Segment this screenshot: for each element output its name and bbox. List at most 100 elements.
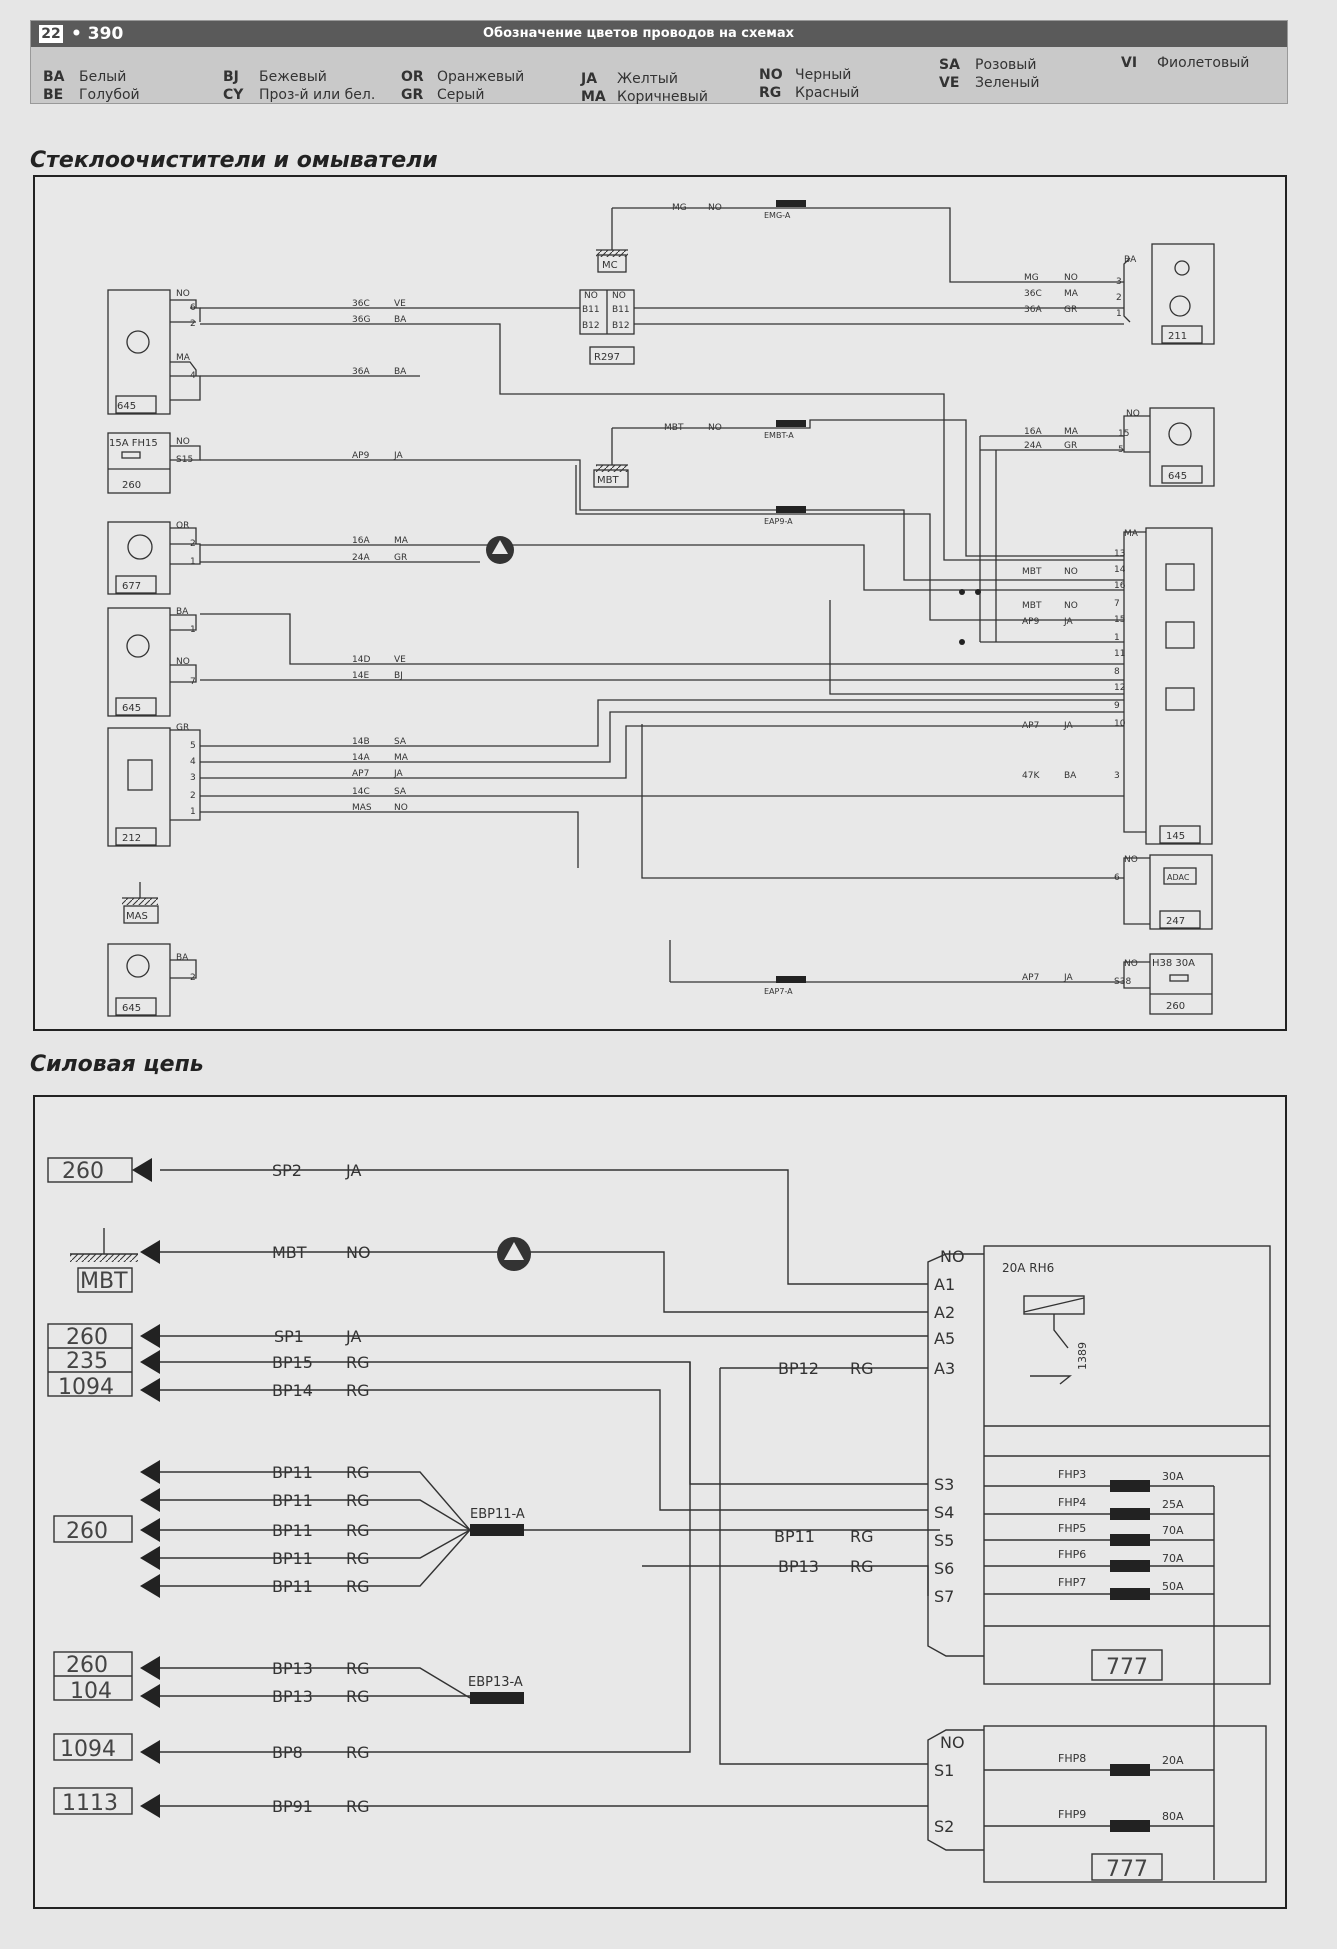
component-label: 645 (1168, 471, 1187, 482)
ground-point-emblem (497, 1237, 531, 1271)
pin-color: NO (584, 291, 598, 301)
pin-number: 3 (1114, 771, 1120, 781)
wire-id: MBT (272, 1243, 307, 1262)
wire-id: BP8 (272, 1743, 303, 1762)
label-frame (115, 395, 157, 414)
wire-color: RG (346, 1549, 370, 1568)
wire-id: BP13 (272, 1659, 313, 1678)
connector-box (53, 1787, 133, 1815)
wire-color: RG (850, 1527, 874, 1546)
component-677-box (107, 521, 171, 595)
pin-number: A2 (934, 1303, 955, 1322)
wire-color: MA (394, 753, 409, 763)
splice-label: EBP13-A (468, 1675, 523, 1690)
pin-number: 1 (1114, 633, 1120, 643)
fuse-rating: 25A (1162, 1498, 1184, 1511)
wire-color: NO (708, 203, 722, 213)
splice-label: EBP11-A (470, 1507, 525, 1522)
connector-arrow (140, 1324, 160, 1348)
pin-number: 1 (1116, 309, 1122, 319)
wire-id: MG (672, 203, 687, 213)
wire-id: BP11 (272, 1521, 313, 1540)
component-label: 145 (1166, 831, 1185, 842)
wire-id: MBT (1022, 601, 1042, 611)
wire-id: SP1 (274, 1327, 304, 1346)
wire-id: MG (1024, 273, 1039, 283)
pin-color: NO (612, 291, 626, 301)
fuse-fhp5 (1110, 1534, 1150, 1546)
pin-number: 9 (1114, 701, 1120, 711)
header-bar: 22 • 390 Обозначение цветов проводов на … (31, 21, 1287, 47)
pin-number: 7 (1114, 599, 1120, 609)
pin-color: NO (176, 289, 190, 299)
wire-color: RG (346, 1491, 370, 1510)
connector-label: 1113 (62, 1791, 118, 1816)
connector-label: 1094 (58, 1375, 114, 1400)
splice-label: EMBT-A (764, 431, 794, 440)
wire-id: 36A (1024, 305, 1042, 315)
wire-color: RG (346, 1577, 370, 1596)
fuse-name: FHP6 (1058, 1548, 1086, 1561)
wire-id: 36G (352, 315, 370, 325)
connector-label: 260 (62, 1159, 104, 1184)
fuse-name: FHP7 (1058, 1576, 1086, 1589)
fuse-fhp9 (1110, 1820, 1150, 1832)
fuse-name: FHP9 (1058, 1808, 1086, 1821)
legend-title: Обозначение цветов проводов на схемах (483, 26, 794, 41)
component-label: 677 (122, 581, 141, 592)
component-212-box (107, 727, 171, 847)
pin-number: 5 (190, 741, 196, 751)
fuse-box-777-lower (983, 1725, 1267, 1883)
splice-eap9 (776, 506, 806, 513)
fuse-rating: 50A (1162, 1580, 1184, 1593)
wire-color: MA (1064, 427, 1079, 437)
component-label: 777 (1106, 1857, 1148, 1882)
adac-label: ADAC (1167, 873, 1190, 882)
fuse-rating: 80A (1162, 1810, 1184, 1823)
wire-id: 14B (352, 737, 370, 747)
wire-id: BP11 (272, 1491, 313, 1510)
label-frame (115, 997, 157, 1016)
pin-color: GR (176, 723, 189, 733)
pin-number: 15 (1118, 429, 1129, 439)
connector-label: 235 (66, 1349, 108, 1374)
wire-id: AP7 (1022, 973, 1039, 983)
pin-number: S7 (934, 1587, 954, 1606)
wire-color: BA (394, 367, 407, 377)
fuse-fhp4 (1110, 1508, 1150, 1520)
wire-color: RG (346, 1521, 370, 1540)
wire-id: MBT (1022, 567, 1042, 577)
wire-id: BP11 (272, 1549, 313, 1568)
switch-icon (126, 330, 150, 354)
pin-number: S3 (934, 1475, 954, 1494)
wire-id: 24A (352, 553, 370, 563)
fuse-icon (1169, 974, 1189, 982)
pin-number: S1 (934, 1761, 954, 1780)
connector-label: 104 (70, 1679, 112, 1704)
pin-number: 7 (190, 677, 196, 687)
wire-id: BP11 (272, 1463, 313, 1482)
component-label: 260 (122, 480, 141, 491)
label-frame (1159, 825, 1201, 844)
fuse-icon (121, 451, 141, 459)
connector-arrow (140, 1740, 160, 1764)
wire-color: RG (346, 1743, 370, 1762)
fuse-box-777 (983, 1245, 1271, 1685)
connector-arrow (140, 1656, 160, 1680)
wire-id: 36C (1024, 289, 1042, 299)
fuse-fhp6 (1110, 1560, 1150, 1572)
connector-arrow (140, 1684, 160, 1708)
relay-label: 20A RH6 (1002, 1261, 1054, 1275)
fuse-label: 15A FH15 (109, 438, 158, 449)
relay-number: 1389 (1076, 1342, 1089, 1370)
ground-label-frame (593, 469, 629, 488)
label-frame (589, 346, 635, 365)
wire-color: JA (1063, 721, 1073, 731)
pin-color: MA (176, 353, 191, 363)
switch-icon (126, 954, 150, 978)
label-frame (115, 697, 157, 716)
fuse-name: FHP5 (1058, 1522, 1086, 1535)
